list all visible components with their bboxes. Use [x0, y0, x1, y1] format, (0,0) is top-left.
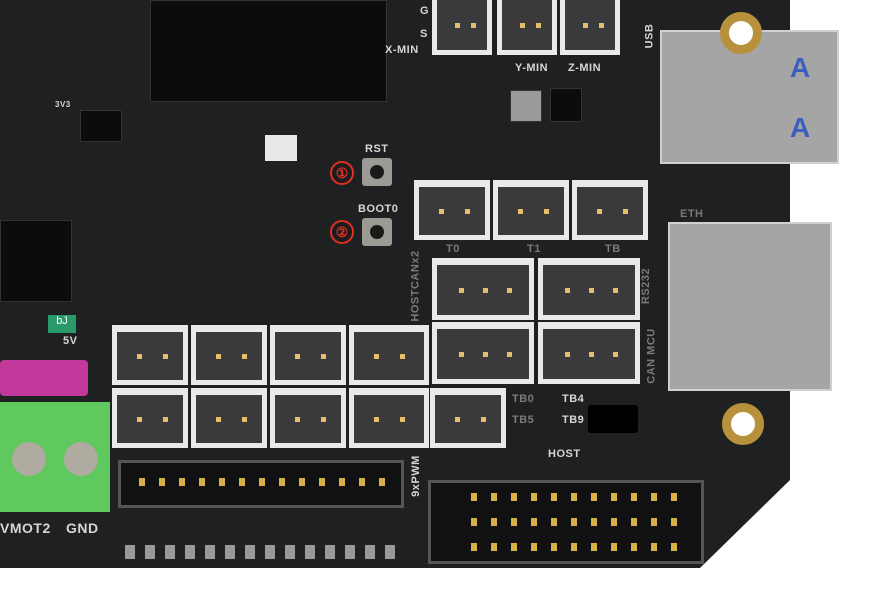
label-tb0: TB0 — [512, 393, 535, 405]
mounting-hole — [722, 403, 764, 445]
fan-connector[interactable] — [349, 325, 429, 385]
screw-icon — [64, 442, 98, 476]
fan-connector[interactable] — [349, 388, 429, 448]
fan-connector[interactable] — [270, 388, 346, 448]
host-header[interactable] — [428, 480, 704, 564]
label-g: G — [420, 5, 430, 17]
can-mcu-connector[interactable] — [538, 322, 640, 384]
label-tb9: TB9 — [562, 414, 585, 426]
endstop-x-min-connector[interactable] — [432, 0, 492, 55]
rs232-connector[interactable] — [538, 258, 640, 320]
pin-row — [125, 545, 405, 559]
fan-connector[interactable] — [112, 325, 188, 385]
ic-chip — [0, 220, 72, 302]
fan-connector[interactable] — [191, 325, 267, 385]
fan-connector[interactable] — [191, 388, 267, 448]
ethernet-port[interactable] — [668, 222, 832, 391]
sensor-chip — [510, 90, 542, 122]
fuse: bJ — [48, 315, 76, 333]
screw-icon — [12, 442, 46, 476]
label-3v3: 3V3 — [55, 100, 71, 109]
power-switch[interactable] — [0, 360, 88, 396]
jumper[interactable] — [588, 405, 638, 433]
hostcan-connector[interactable] — [432, 322, 534, 384]
usb-logo-icon: A — [790, 52, 811, 83]
label-tb: TB — [605, 243, 621, 255]
ic-chip — [550, 88, 582, 122]
label-eth: ETH — [680, 208, 704, 220]
callout-2: ② — [330, 220, 354, 244]
boot0-button[interactable] — [362, 218, 392, 246]
fan-connector[interactable] — [112, 388, 188, 448]
power-terminal[interactable] — [0, 402, 110, 512]
label-t1: T1 — [527, 243, 541, 255]
thermistor-tb-connector[interactable] — [572, 180, 648, 240]
label-hostcan: HOSTCANx2 — [409, 250, 422, 322]
thermistor-t1-connector[interactable] — [493, 180, 569, 240]
mcu-chip — [150, 0, 387, 102]
label-t0: T0 — [446, 243, 460, 255]
callout-1: ① — [330, 161, 354, 185]
label-rst: RST — [365, 143, 389, 155]
endstop-z-min-connector[interactable] — [560, 0, 620, 55]
label-boot0: BOOT0 — [358, 203, 399, 215]
usb-port[interactable]: A A — [660, 30, 839, 164]
label-gnd: GND — [66, 520, 99, 536]
label-vmot2: VMOT2 — [0, 520, 51, 536]
label-s: S — [420, 28, 428, 40]
reset-button[interactable] — [362, 158, 392, 186]
pwm-header[interactable] — [118, 460, 404, 508]
label-5v: 5V — [63, 335, 78, 347]
label-usb: USB — [643, 23, 656, 49]
mounting-hole — [720, 12, 762, 54]
label-y-min: Y-MIN — [515, 62, 549, 74]
label-rs232: RS232 — [640, 267, 653, 305]
endstop-y-min-connector[interactable] — [497, 0, 557, 55]
label-9xpwm: 9xPWM — [409, 455, 422, 497]
fan-connector[interactable] — [430, 388, 506, 448]
ic-chip — [80, 110, 122, 142]
usb-logo-icon: A — [790, 112, 811, 143]
crystal — [265, 135, 297, 161]
thermistor-t0-connector[interactable] — [414, 180, 490, 240]
fan-connector[interactable] — [270, 325, 346, 385]
label-host: HOST — [548, 448, 581, 460]
label-z-min: Z-MIN — [568, 62, 602, 74]
label-can-mcu: CAN MCU — [645, 328, 658, 384]
label-tb5: TB5 — [512, 414, 535, 426]
label-tb4: TB4 — [562, 393, 585, 405]
hostcan-connector[interactable] — [432, 258, 534, 320]
label-x-min: X-MIN — [385, 44, 419, 56]
